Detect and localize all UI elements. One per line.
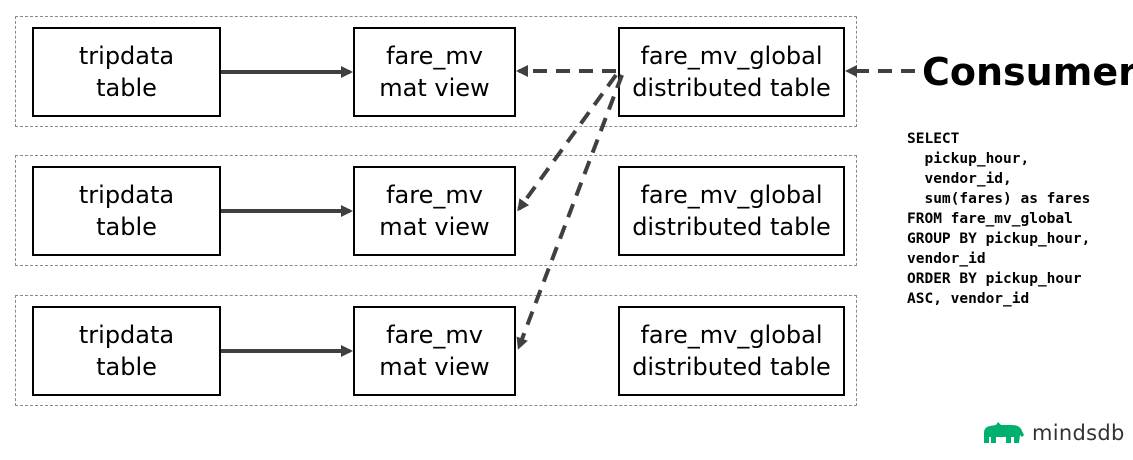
sql-line: sum(fares) as fares [907, 191, 1091, 207]
sql-line: pickup_hour, [907, 151, 1030, 167]
fare-mv-view-node: fare_mv mat view [353, 306, 516, 396]
tripdata-table-node: tripdata table [32, 27, 221, 117]
node-label-line1: tripdata [78, 42, 175, 70]
fare-mv-global-node: fare_mv_global distributed table [618, 166, 845, 256]
mindsdb-logo: mindsdb [982, 420, 1125, 446]
node-label-line2: mat view [379, 353, 490, 381]
sql-line: vendor_id [907, 251, 986, 267]
logo-text: mindsdb [1032, 421, 1125, 445]
node-label-line1: tripdata [78, 321, 175, 349]
node-label-line1: tripdata [78, 181, 175, 209]
node-label-line1: fare_mv [386, 42, 483, 70]
bear-icon [984, 422, 1024, 443]
node-label-line2: distributed table [632, 74, 831, 102]
node-label-line2: table [96, 213, 157, 241]
sql-line: ASC, vendor_id [907, 291, 1030, 307]
tripdata-table-node: tripdata table [32, 166, 221, 256]
node-label-line2: table [96, 74, 157, 102]
node-label-line1: fare_mv_global [640, 321, 823, 349]
fare-mv-view-node: fare_mv mat view [353, 166, 516, 256]
node-label-line1: fare_mv [386, 181, 483, 209]
sql-line: GROUP BY pickup_hour, [907, 231, 1091, 247]
node-label-line2: distributed table [632, 353, 831, 381]
fare-mv-global-node: fare_mv_global distributed table [618, 27, 845, 117]
consumer-label: Consumer [922, 50, 1133, 94]
tripdata-table-node: tripdata table [32, 306, 221, 396]
node-label-line2: table [96, 353, 157, 381]
sql-line: SELECT [907, 131, 960, 147]
shard-container-3 [15, 295, 857, 406]
node-label-line2: distributed table [632, 213, 831, 241]
sql-line: ORDER BY pickup_hour [907, 271, 1082, 287]
node-label-line1: fare_mv_global [640, 181, 823, 209]
sql-line: FROM fare_mv_global [907, 211, 1073, 227]
node-label-line2: mat view [379, 213, 490, 241]
node-label-line2: mat view [379, 74, 490, 102]
fare-mv-view-node: fare_mv mat view [353, 27, 516, 117]
fare-mv-global-node: fare_mv_global distributed table [618, 306, 845, 396]
sql-query: SELECT pickup_hour, vendor_id, sum(fares… [907, 129, 1090, 309]
sql-line: vendor_id, [907, 171, 1012, 187]
shard-container-2 [15, 155, 857, 266]
node-label-line1: fare_mv [386, 321, 483, 349]
node-label-line1: fare_mv_global [640, 42, 823, 70]
